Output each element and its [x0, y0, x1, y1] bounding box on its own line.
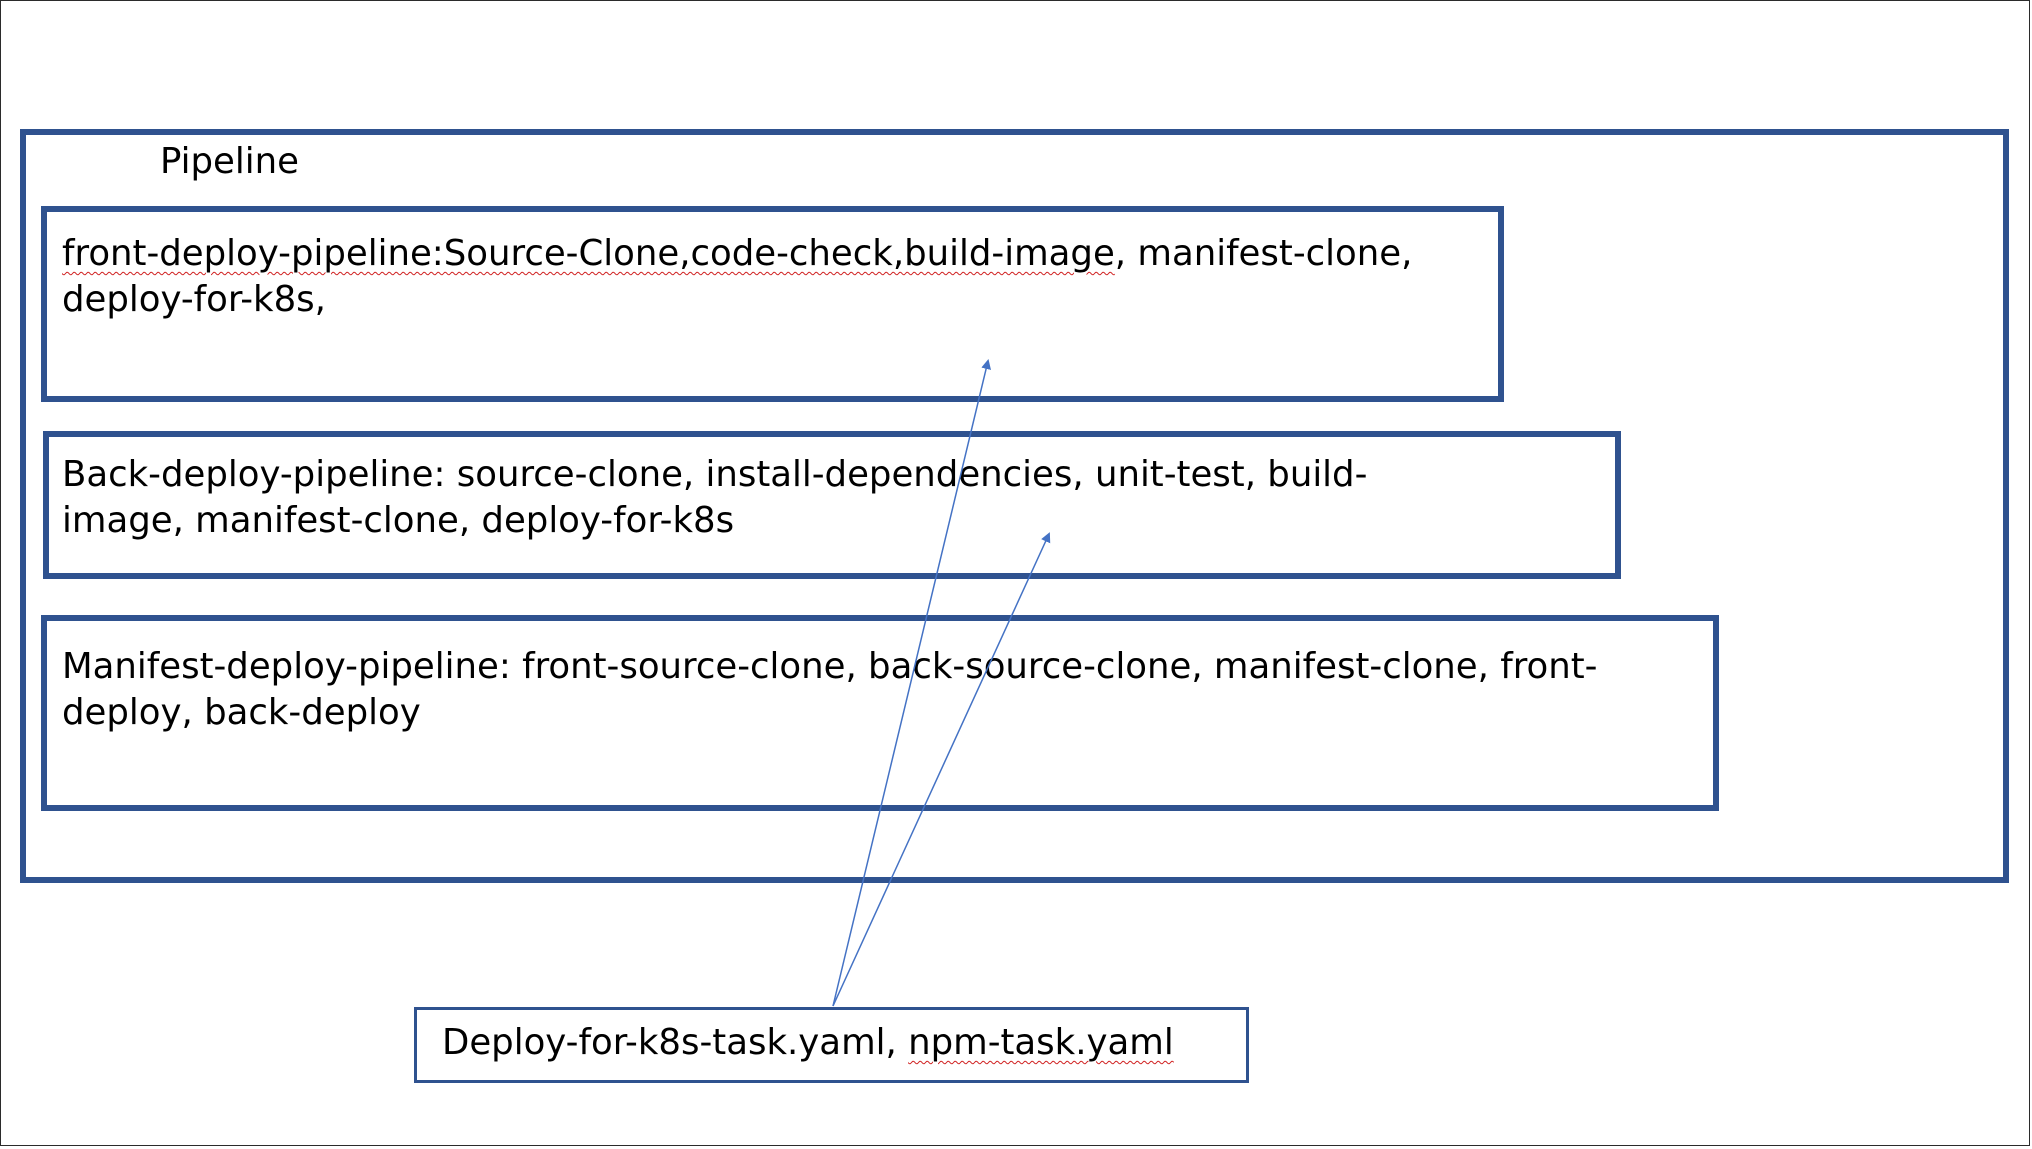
task-file-deploy: Deploy-for-k8s-task.yaml,: [442, 1022, 909, 1063]
front-deploy-pipeline-rest: , manifest-clone, deploy-for-k8s,: [62, 233, 1424, 320]
front-deploy-pipeline-underlined: front-deploy-pipeline:Source-Clone,code-…: [62, 233, 1115, 274]
pipeline-title: Pipeline: [160, 141, 299, 182]
task-file-npm: npm-task.yaml: [908, 1022, 1174, 1063]
manifest-deploy-pipeline-text: Manifest-deploy-pipeline: front-source-c…: [62, 646, 1598, 733]
front-deploy-pipeline-box: [41, 206, 1504, 402]
back-deploy-pipeline-box: [43, 431, 1621, 579]
task-files-box: [414, 1007, 1249, 1083]
back-deploy-pipeline-text: Back-deploy-pipeline: source-clone, inst…: [62, 454, 1368, 541]
task-files-text: Deploy-for-k8s-task.yaml, npm-task.yaml: [442, 1020, 1242, 1066]
front-deploy-pipeline-text: front-deploy-pipeline:Source-Clone,code-…: [62, 231, 1482, 323]
